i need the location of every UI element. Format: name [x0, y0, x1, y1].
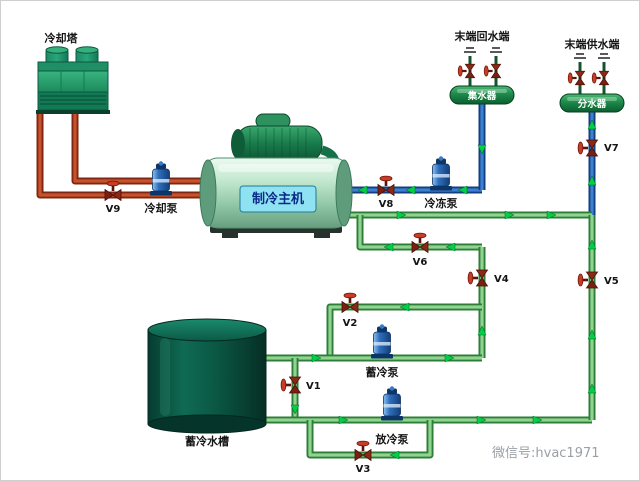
valve-v4-label: V4 — [494, 274, 509, 285]
chiller-label: 制冷主机 — [252, 191, 304, 207]
valve-v5-label: V5 — [604, 276, 619, 287]
valve-v9-label: V9 — [106, 204, 121, 215]
storage-tank-label: 蓄冷水槽 — [185, 434, 229, 448]
valve-v3-label: V3 — [356, 464, 371, 475]
chilled-pump-label: 冷冻泵 — [425, 196, 458, 210]
terminal-return-label: 末端回水端 — [454, 29, 510, 43]
distributor-header: 分水器 — [559, 93, 625, 113]
charge-pump-label: 蓄冷泵 — [366, 365, 399, 379]
discharge-pump-label: 放冷泵 — [375, 432, 409, 446]
watermark-text: 微信号:hvac1971 — [492, 446, 600, 461]
valve-v6-label: V6 — [413, 257, 428, 268]
pipe-break-symbols — [464, 47, 610, 59]
valve-v8-label: V8 — [379, 199, 394, 210]
distributor-label: 分水器 — [578, 98, 607, 110]
cooling-tower — [36, 46, 110, 114]
storage-tank — [147, 318, 267, 434]
terminal-supply-label: 末端供水端 — [564, 37, 620, 51]
chiller-nameplate — [239, 185, 317, 213]
valve-v7-label: V7 — [604, 143, 619, 154]
valve-v1-label: V1 — [306, 381, 321, 392]
chiller-unit: 制冷主机 — [199, 113, 353, 238]
collector-header: 集水器 — [449, 85, 515, 105]
collector-label: 集水器 — [467, 90, 497, 102]
cooling-pump-label: 冷却泵 — [145, 201, 178, 215]
valve-v2-label: V2 — [343, 318, 358, 329]
cooling-tower-label: 冷却塔 — [45, 31, 79, 45]
